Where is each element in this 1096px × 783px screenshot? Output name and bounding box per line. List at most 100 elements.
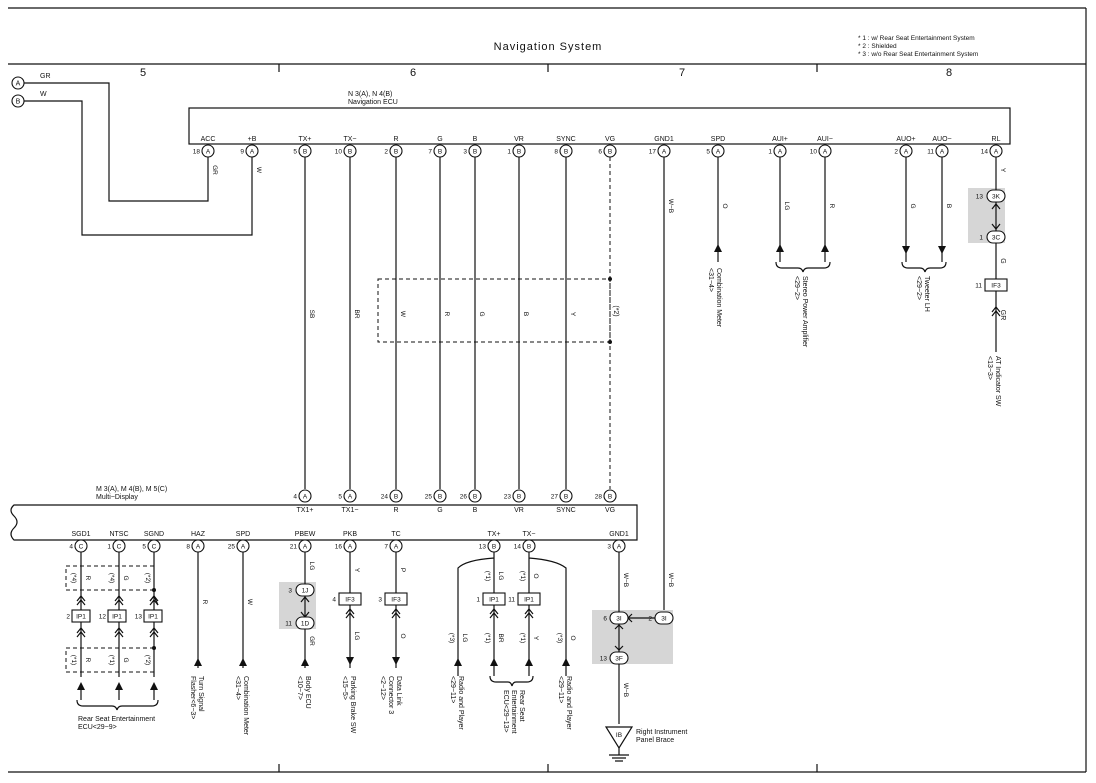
pin-conn: B bbox=[438, 149, 442, 156]
destination-ref: <29−2> bbox=[915, 276, 922, 300]
wire-tag: (*1) bbox=[484, 571, 491, 581]
wire-color: G bbox=[478, 311, 485, 316]
bracket bbox=[901, 261, 947, 273]
destination-label: Combination Meter bbox=[242, 676, 249, 736]
md-title: M 3(A), M 4(B), M 5(C) bbox=[96, 486, 167, 493]
destination-ref: ECU<29−13> bbox=[502, 690, 509, 733]
pin-number: 5 bbox=[706, 149, 710, 156]
pin-number: 14 bbox=[514, 544, 522, 551]
pin-circle bbox=[433, 489, 447, 503]
pin-name: RL bbox=[992, 136, 1001, 143]
md-box bbox=[10, 504, 638, 541]
wire-color: O bbox=[532, 573, 539, 578]
wire-tag: (*3) bbox=[448, 633, 455, 643]
pin-number: 2 bbox=[894, 149, 898, 156]
pin-name: AUO+ bbox=[896, 136, 915, 143]
wire-auo bbox=[905, 157, 943, 262]
arrow-up bbox=[150, 682, 158, 690]
junction-label: 3F bbox=[615, 656, 623, 663]
destination-label: Data Link bbox=[395, 676, 402, 706]
arrow-up bbox=[454, 658, 462, 666]
destination-ref: Flasher<6−3> bbox=[189, 676, 196, 719]
arrow-up bbox=[821, 244, 829, 252]
pin-name: GND1 bbox=[654, 136, 674, 143]
junction-label: 3C bbox=[992, 235, 1001, 242]
pin-conn: A bbox=[303, 544, 308, 551]
pin-conn: A bbox=[778, 149, 783, 156]
pin-circle bbox=[468, 489, 482, 503]
arrow-up bbox=[194, 658, 202, 666]
wire-color: P bbox=[399, 568, 406, 572]
wire-color: W−B bbox=[667, 573, 674, 587]
pin-number: 8 bbox=[186, 544, 190, 551]
destination-ref: <15−5> bbox=[341, 676, 348, 700]
pin-circle bbox=[298, 489, 312, 503]
pin-name: B bbox=[473, 136, 478, 143]
pin-conn: B bbox=[492, 544, 496, 551]
ground-symbol: IB bbox=[604, 726, 634, 762]
pin-conn: B bbox=[527, 544, 531, 551]
note-line: * 3 : w/o Rear Seat Entertainment System bbox=[858, 51, 978, 58]
wire-tag: (*2) bbox=[144, 573, 151, 583]
wire-txm bbox=[528, 552, 567, 676]
page-frame bbox=[8, 7, 1087, 773]
wire-color: R bbox=[828, 204, 835, 209]
connector-chevron bbox=[489, 608, 534, 619]
junction-label: 1J bbox=[302, 588, 309, 595]
arrow-down bbox=[392, 657, 400, 665]
pin-number: 11 bbox=[927, 149, 934, 156]
junction-label: 3I bbox=[661, 616, 667, 623]
pin-number: 1 bbox=[107, 544, 111, 551]
wire-b bbox=[24, 100, 253, 236]
destination-ref: <29−11> bbox=[557, 676, 564, 703]
pin-number: 3 bbox=[288, 588, 292, 595]
wire-color: W−B bbox=[667, 199, 674, 213]
destination-ref: Connector 3 bbox=[387, 676, 394, 714]
pin-conn: A bbox=[250, 149, 255, 156]
junction-3i-b: 3I 2 bbox=[648, 611, 674, 625]
pin-conn: A bbox=[823, 149, 828, 156]
pin-conn: A bbox=[196, 544, 201, 551]
pin-circle bbox=[343, 489, 357, 503]
wire-color: GR bbox=[999, 310, 1006, 321]
wire-tag: (*1) bbox=[519, 571, 526, 581]
md-bottom-pins: SGD1C4NTSCC1SGNDC5HAZA8SPDA25PBEWA21PKBA… bbox=[69, 531, 629, 553]
bracket bbox=[76, 699, 159, 711]
pin-name: PKB bbox=[343, 531, 357, 538]
section-number: 6 bbox=[410, 67, 416, 79]
junction-label: 3I bbox=[616, 616, 622, 623]
pin-number: 11 bbox=[508, 597, 515, 604]
pin-name: NTSC bbox=[109, 531, 128, 538]
terminal-a: A GR bbox=[11, 73, 51, 90]
pin-conn: B bbox=[517, 494, 521, 501]
wire-color: SB bbox=[308, 310, 315, 319]
pin-number: 25 bbox=[425, 494, 433, 501]
terminal-label: B bbox=[16, 99, 21, 106]
pin-name: TX1− bbox=[342, 507, 359, 514]
pin-circle bbox=[512, 489, 526, 503]
pin-name: TX+ bbox=[298, 136, 311, 143]
destination-label: Stereo Power Amplifier bbox=[801, 276, 808, 348]
terminal-label: A bbox=[16, 81, 21, 88]
wire-color: Y bbox=[999, 168, 1006, 173]
pin-conn: A bbox=[617, 544, 622, 551]
pin-number: 1 bbox=[476, 597, 480, 604]
wire-color: O bbox=[721, 203, 728, 208]
wire-color: GR bbox=[211, 165, 218, 175]
wire-color: B bbox=[945, 204, 952, 208]
connector-if3: IF3 11 bbox=[975, 278, 1008, 292]
pin-name: TX− bbox=[343, 136, 356, 143]
wire-tag: (*1) bbox=[108, 655, 115, 665]
pin-conn: B bbox=[517, 149, 521, 156]
pin-conn: B bbox=[348, 149, 352, 156]
pin-number: 14 bbox=[981, 149, 989, 156]
arrow-up bbox=[490, 658, 498, 666]
pin-circle bbox=[559, 489, 573, 503]
